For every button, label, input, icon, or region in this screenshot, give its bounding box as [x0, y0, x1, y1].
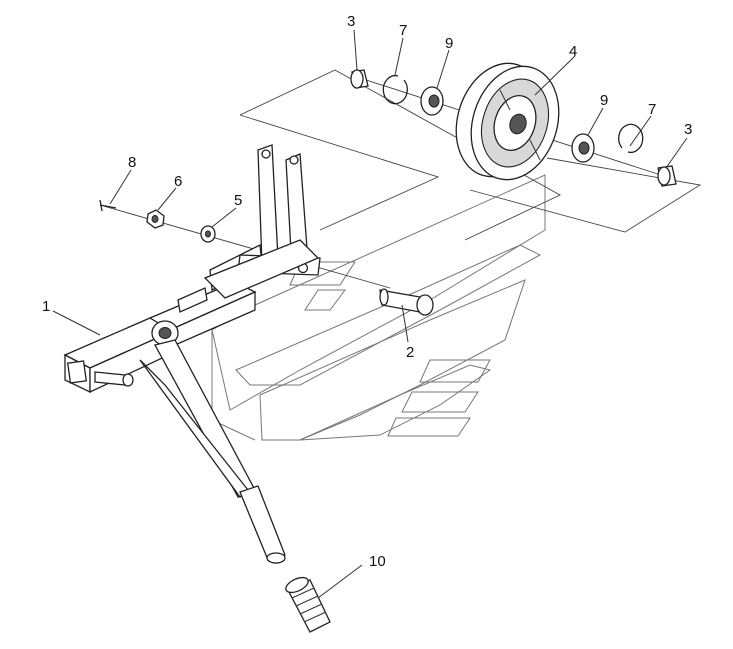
- callout-6: 6: [174, 173, 182, 190]
- part-7-circlip-upper: [382, 74, 408, 105]
- callout-9-upper: 9: [445, 35, 453, 52]
- callout-1: 1: [42, 298, 50, 315]
- part-7-circlip-lower: [618, 123, 644, 154]
- part-3-bushing-upper: [350, 69, 369, 89]
- part-9-bearing-lower: [571, 133, 595, 163]
- callout-7-lower: 7: [648, 101, 656, 118]
- part-4-pulley-wheel: [455, 62, 560, 181]
- part-3-bushing-lower: [657, 165, 677, 187]
- callout-2: 2: [406, 344, 414, 361]
- part-1-frame-arm: [63, 144, 321, 564]
- chevron-backplate: [211, 174, 546, 441]
- part-8-cotter-pin: [99, 199, 117, 212]
- callout-9-lower: 9: [600, 92, 608, 109]
- part-6-nut: [146, 209, 165, 229]
- leader-lines: [52, 29, 688, 599]
- part-10-grip: [285, 576, 331, 633]
- callout-7-upper: 7: [399, 22, 407, 39]
- part-9-bearing-upper: [420, 86, 444, 116]
- callout-10: 10: [369, 553, 386, 570]
- callout-numbers: 1 2 3 3 4 5 6 7 7 8 9 9 10: [42, 13, 692, 570]
- callout-8: 8: [128, 154, 136, 171]
- callout-3-lower: 3: [684, 121, 692, 138]
- callout-3-upper: 3: [347, 13, 355, 30]
- callout-4: 4: [569, 43, 577, 60]
- part-2-axle-pin: [379, 288, 434, 316]
- callout-5: 5: [234, 192, 242, 209]
- part-5-washer: [200, 225, 216, 243]
